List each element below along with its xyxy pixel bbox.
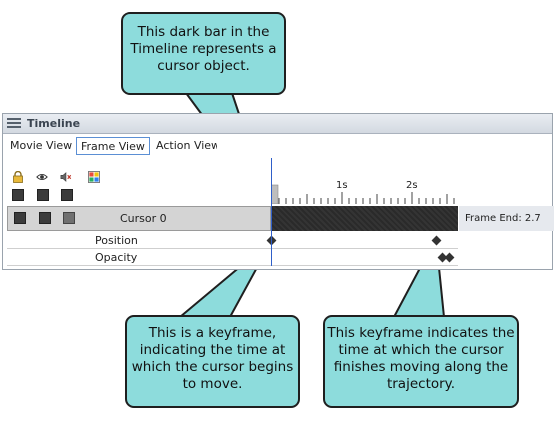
cursor-object-row[interactable]: Cursor 0: [7, 206, 271, 231]
position-property-row[interactable]: Position: [7, 232, 271, 249]
grip-icon[interactable]: [7, 118, 21, 128]
opacity-track[interactable]: [271, 249, 458, 266]
tab-frame-view[interactable]: Frame View: [76, 137, 150, 155]
opacity-label: Opacity: [95, 251, 138, 264]
row-lock-toggle[interactable]: [14, 212, 26, 224]
frame-end-label: Frame End: 2.7: [459, 206, 554, 231]
audio-toggle[interactable]: [61, 189, 73, 201]
lock-icon[interactable]: [12, 171, 24, 183]
color-grid-icon[interactable]: [88, 171, 100, 183]
position-label: Position: [95, 234, 138, 247]
view-tabs: Movie View Frame View Action View: [3, 134, 552, 158]
opacity-property-row[interactable]: Opacity: [7, 249, 271, 266]
cursor-object-label: Cursor 0: [120, 212, 167, 225]
ruler-label-2s: 2s: [406, 180, 418, 191]
timeline-panel: Timeline Movie View Frame View Action Vi…: [2, 113, 554, 270]
playhead[interactable]: [271, 158, 272, 266]
tab-movie-view[interactable]: Movie View: [10, 139, 73, 152]
callout-start-keyframe: This is a keyframe, indicating the time …: [125, 315, 300, 408]
visibility-toggle[interactable]: [37, 189, 49, 201]
cursor-timeline-bar[interactable]: [271, 206, 458, 231]
ruler-ticks: [271, 184, 455, 204]
ruler-label-1s: 1s: [336, 180, 348, 191]
lock-toggle[interactable]: [12, 189, 24, 201]
row-audio-toggle[interactable]: [63, 212, 75, 224]
callout-end-keyframe: This keyframe indicates the time at whic…: [323, 315, 519, 408]
panel-header: Timeline: [3, 114, 552, 134]
tab-action-view[interactable]: Action View: [156, 139, 217, 152]
panel-title: Timeline: [27, 117, 81, 130]
time-ruler[interactable]: 1s 2s: [271, 158, 457, 204]
callout-cursor-bar: This dark bar in the Timeline represents…: [121, 12, 286, 95]
row-visibility-toggle[interactable]: [39, 212, 51, 224]
eye-icon[interactable]: [36, 171, 48, 183]
position-track[interactable]: [271, 232, 458, 249]
speaker-mute-icon[interactable]: [60, 171, 72, 183]
